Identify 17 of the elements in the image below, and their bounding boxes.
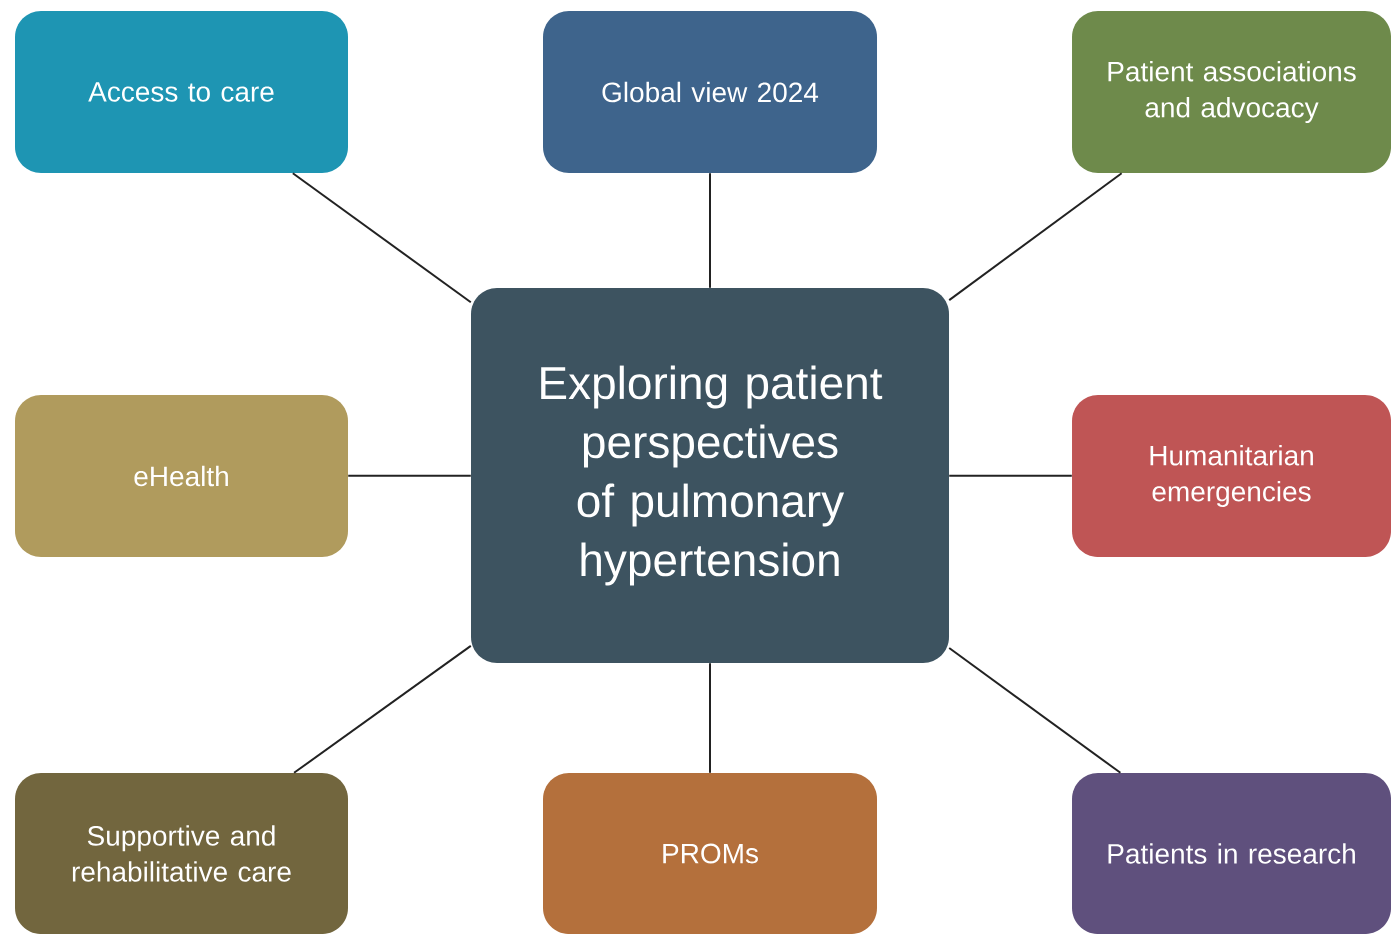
subtopic-box: Access to care <box>15 11 348 173</box>
subtopic-box: eHealth <box>15 395 348 557</box>
connector-line <box>291 172 472 304</box>
connector-line <box>709 662 711 774</box>
subtopic-box: Patients in research <box>1072 773 1391 934</box>
subtopic-box: Supportive and rehabilitative care <box>15 773 348 934</box>
connector-line <box>709 172 711 289</box>
connector-line <box>293 644 472 774</box>
subtopic-box: Humanitarian emergencies <box>1072 395 1391 557</box>
connector-line <box>948 172 1123 302</box>
topic-box: Exploring patient perspectives of pulmonary hypertension <box>471 288 949 663</box>
subtopic-box: PROMs <box>543 773 877 934</box>
connector-line <box>347 474 472 477</box>
subtopic-box: Global view 2024 <box>543 11 877 173</box>
connector-line <box>948 647 1122 774</box>
subtopic-box: Patient associations and advocacy <box>1072 11 1391 173</box>
connector-line <box>948 474 1073 477</box>
